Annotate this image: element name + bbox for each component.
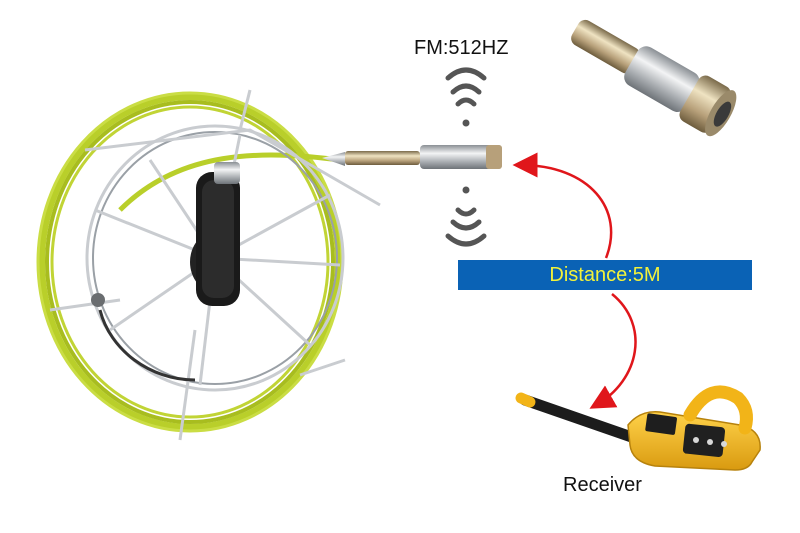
curved-arrow-to-receiver bbox=[589, 293, 637, 409]
cable-reel-icon bbox=[36, 89, 381, 441]
curved-arrow-icon bbox=[512, 152, 613, 259]
wifi-signal-icon bbox=[445, 67, 487, 127]
wifi-signal-inverted-icon bbox=[445, 186, 487, 247]
frequency-label: FM:512HZ bbox=[414, 37, 509, 59]
push-cable bbox=[118, 152, 341, 212]
distance-banner: Distance:5M bbox=[458, 260, 752, 290]
camera-closeup-icon bbox=[571, 19, 737, 137]
camera-head-icon bbox=[322, 145, 502, 169]
cable-connector bbox=[91, 293, 105, 307]
reel-handle bbox=[196, 162, 240, 306]
receiver-device-icon bbox=[515, 385, 761, 471]
receiver-label: Receiver bbox=[563, 474, 642, 496]
distance-label: Distance:5M bbox=[549, 263, 661, 286]
